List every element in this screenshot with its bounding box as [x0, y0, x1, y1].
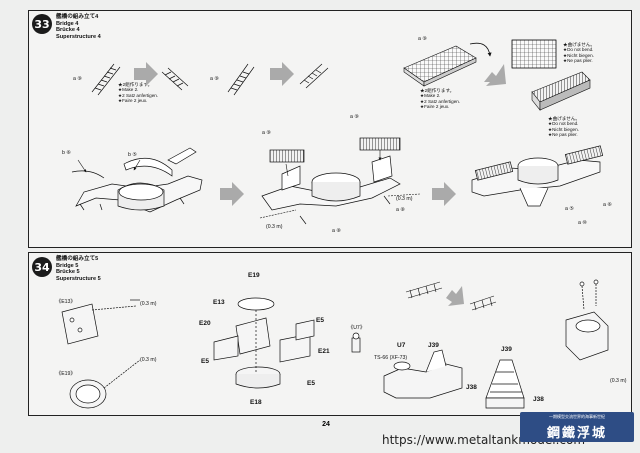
part-label-e18: E18	[250, 399, 262, 406]
ladder-part-step1	[91, 63, 189, 96]
step-34-title-en: Bridge 5	[56, 262, 79, 269]
label-a9: a ⑨	[262, 130, 271, 136]
do-not-bend-note-bottom: ★曲げません。 ★Do not bend. ★Nicht biegen. ★Ne…	[548, 116, 581, 138]
detail-label-u7: 《U7》	[348, 325, 366, 331]
part-u7-detail	[351, 332, 361, 353]
part-label-e21: E21	[318, 348, 330, 355]
label-a9: a ⑨	[210, 76, 219, 82]
step-33-title-de: Brücke 4	[56, 27, 80, 34]
step-33-title-en: Bridge 4	[56, 20, 79, 27]
step-34-title-de: Brücke 5	[56, 269, 80, 276]
bridge-tower-left	[383, 349, 463, 399]
part-label-e13: E13	[213, 299, 225, 306]
step-33-title-fr: Superstructure 4	[56, 33, 101, 40]
bridge-tower-right	[565, 279, 609, 361]
step-33-title: 艦橋の組み立て4 Bridge 4 Brücke 4 Superstructur…	[56, 14, 101, 40]
detail-e13	[61, 299, 140, 345]
part-label-u7: U7	[397, 342, 406, 349]
step-33-title-jp: 艦橋の組み立て4	[56, 14, 99, 20]
hatched-arrow-2	[270, 62, 294, 86]
detail-e19	[69, 359, 141, 409]
step-34-title-jp: 艦橋の組み立て5	[56, 256, 99, 262]
part-label-e5: E5	[316, 317, 324, 324]
railing-parts	[405, 281, 497, 311]
label-b5: b ⑤	[128, 152, 137, 158]
hatched-arrow-1	[134, 62, 158, 86]
grating-platform	[403, 45, 477, 87]
part-label-j39: J39	[501, 346, 512, 353]
part-label-j38: J38	[466, 384, 477, 391]
step-34-title-fr: Superstructure 5	[56, 275, 101, 282]
detail-label-e13: 《E13》	[56, 299, 76, 305]
exploded-bridge-assembly	[213, 297, 315, 389]
grating-detail-inset	[511, 39, 557, 69]
page-number: 24	[322, 421, 330, 428]
part-label-j39: J39	[428, 342, 439, 349]
part-label-e5: E5	[201, 358, 209, 365]
part-label-j38: J38	[533, 396, 544, 403]
part-label-e19: E19	[248, 272, 260, 279]
hatched-arrow-6	[446, 286, 464, 306]
label-a8: a ⑧	[396, 207, 405, 213]
label-a10: a ⑩	[578, 220, 587, 226]
step-34-number: 34	[32, 257, 52, 277]
bent-grating	[531, 71, 591, 111]
label-a9: a ⑨	[73, 76, 82, 82]
hatched-arrow-5	[432, 182, 456, 206]
do-not-bend-note-top: ★曲げません。 ★Do not bend. ★Nicht biegen. ★Ne…	[563, 42, 596, 64]
step-34-title: 艦橋の組み立て5 Bridge 5 Brücke 5 Superstructur…	[56, 256, 101, 282]
bridge-base-right	[471, 145, 604, 207]
ladder-part-step2	[227, 63, 329, 96]
dim-label: (0.3 m)	[396, 196, 413, 202]
make-2-note-left: ★2組作ります。 ★Make 2. ★2 Satz anfertigen. ★F…	[118, 82, 159, 104]
part-label-e20: E20	[199, 320, 211, 327]
detail-label-e19: 《E19》	[56, 371, 76, 377]
bridge-base-left	[71, 147, 203, 213]
label-b6: b ⑥	[62, 150, 71, 156]
label-a5: a ⑤	[565, 206, 574, 212]
dim-label-34b: (0.3 m)	[140, 357, 157, 363]
bridge-base-middle	[261, 137, 401, 225]
label-a9: a ⑨	[350, 114, 359, 120]
label-a9: a ⑨	[418, 36, 427, 42]
site-logo: 一期模型交流世界的海事新世紀 鋼鐵浮城	[520, 412, 634, 442]
dim-label: (0.3 m)	[266, 224, 283, 230]
hatched-arrow-3	[484, 64, 506, 86]
dim-label-34a: (0.3 m)	[140, 301, 157, 307]
hatched-arrow-4	[220, 182, 244, 206]
dim-label-34c: (0.3 m)	[610, 378, 627, 384]
step-34-panel	[28, 252, 632, 416]
bridge-tower-middle	[485, 359, 525, 409]
label-a6: a ⑥	[603, 202, 612, 208]
paint-note: TS-66 (XF-73)	[374, 355, 408, 361]
step-33-number: 33	[32, 14, 52, 34]
label-a8: a ⑧	[332, 228, 341, 234]
make-2-note-right: ★2組作ります。 ★Make 2. ★2 Satz anfertigen. ★F…	[420, 88, 461, 110]
part-label-e5: E5	[307, 380, 315, 387]
